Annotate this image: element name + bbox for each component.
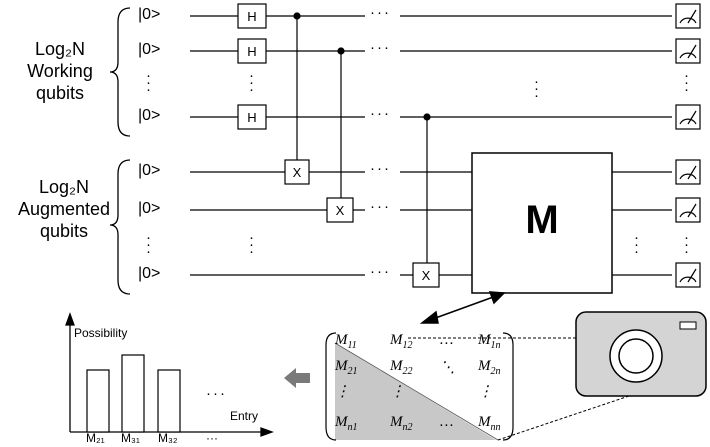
histogram-ellipsis: ··· xyxy=(206,385,227,402)
matrix-entry: ⋮ xyxy=(335,384,350,400)
ket-working-2: |0> xyxy=(138,41,161,58)
working-qubits-label: Log₂N Working qubits xyxy=(27,39,93,103)
matrix-entry: M1n xyxy=(478,332,501,351)
operator-m-box xyxy=(471,152,613,294)
matrix-entry: M12 xyxy=(390,332,413,351)
matrix-entry: Mnn xyxy=(478,414,501,433)
cnot-target-label: X xyxy=(335,203,345,218)
camera-icon xyxy=(575,311,707,397)
augmented-qubits-label: Log₂N Augmented qubits xyxy=(17,177,111,241)
cnot-target-label: X xyxy=(292,165,302,180)
hadamard-gate-label: H xyxy=(247,44,257,59)
histogram-x-label: Entry xyxy=(230,409,259,423)
matrix-entry: M11 xyxy=(335,332,357,351)
wire-ellipsis: ··· xyxy=(370,160,391,177)
cnot-target-gates xyxy=(284,159,440,288)
histogram-bar xyxy=(121,354,145,433)
working-wires xyxy=(190,15,672,118)
histogram-y-label: Possibility xyxy=(74,326,128,340)
matrix-entry: … xyxy=(440,332,454,348)
measurement-meters xyxy=(675,3,701,288)
histogram-tick-label: M₂₁ xyxy=(86,431,105,445)
matrix-entry: ⋮ xyxy=(390,384,405,400)
working-qubits-brace xyxy=(109,7,131,137)
histogram-bar xyxy=(86,369,110,433)
vertical-ellipsis: ··· xyxy=(684,67,689,98)
matrix-entry: M21 xyxy=(335,358,358,377)
vertical-ellipsis: ··· xyxy=(146,67,151,98)
histogram-bars xyxy=(86,354,181,433)
augmented-qubits-brace xyxy=(109,159,131,295)
m-to-matrix-arrow xyxy=(419,291,506,324)
wire-ellipsis: ··· xyxy=(370,39,391,56)
matrix-entry: … xyxy=(440,414,454,430)
matrix-entry: ⋮ xyxy=(478,384,493,400)
ket-augmented-2: |0> xyxy=(138,200,161,217)
histogram-tick-label: M₃₂ xyxy=(158,431,178,445)
vertical-ellipsis: ··· xyxy=(146,229,151,260)
ket-augmented-1: |0> xyxy=(138,162,161,179)
vertical-ellipsis: ··· xyxy=(249,229,254,260)
vertical-ellipsis: ··· xyxy=(249,67,254,98)
wire-ellipsis: ··· xyxy=(370,105,391,122)
histogram-tick-label: M₃₁ xyxy=(121,431,140,445)
matrix-right-bracket xyxy=(502,332,514,441)
vertical-ellipsis: ··· xyxy=(684,229,689,260)
cnot-controls xyxy=(293,12,431,263)
hadamard-gate-label: H xyxy=(247,110,257,125)
ket-working-n: |0> xyxy=(138,107,161,124)
histogram-tick-label: ··· xyxy=(206,431,218,445)
cnot-target-label: X xyxy=(421,268,431,283)
hadamard-gate-label: H xyxy=(247,9,257,24)
wire-ellipsis: ··· xyxy=(370,4,391,21)
hadamard-gates xyxy=(237,3,267,130)
matrix-entry: Mn2 xyxy=(390,414,413,433)
wire-ellipsis: ··· xyxy=(370,198,391,215)
matrix-left-bracket xyxy=(325,332,337,441)
ket-working-1: |0> xyxy=(138,6,161,23)
matrix-entry: M2n xyxy=(478,358,501,377)
matrix-entry: M22 xyxy=(390,358,413,377)
matrix-entry: ⋱ xyxy=(440,360,455,376)
vertical-ellipsis: ··· xyxy=(634,229,639,260)
operator-m-label: M xyxy=(525,198,559,242)
wire-ellipsis: ··· xyxy=(370,263,391,280)
vertical-ellipsis: ··· xyxy=(534,73,539,104)
ket-augmented-n: |0> xyxy=(138,265,161,282)
to-histogram-arrow xyxy=(284,368,310,388)
histogram-bar xyxy=(157,369,181,433)
matrix-entry: Mn1 xyxy=(335,414,358,433)
matrix-diagonal xyxy=(334,342,499,441)
